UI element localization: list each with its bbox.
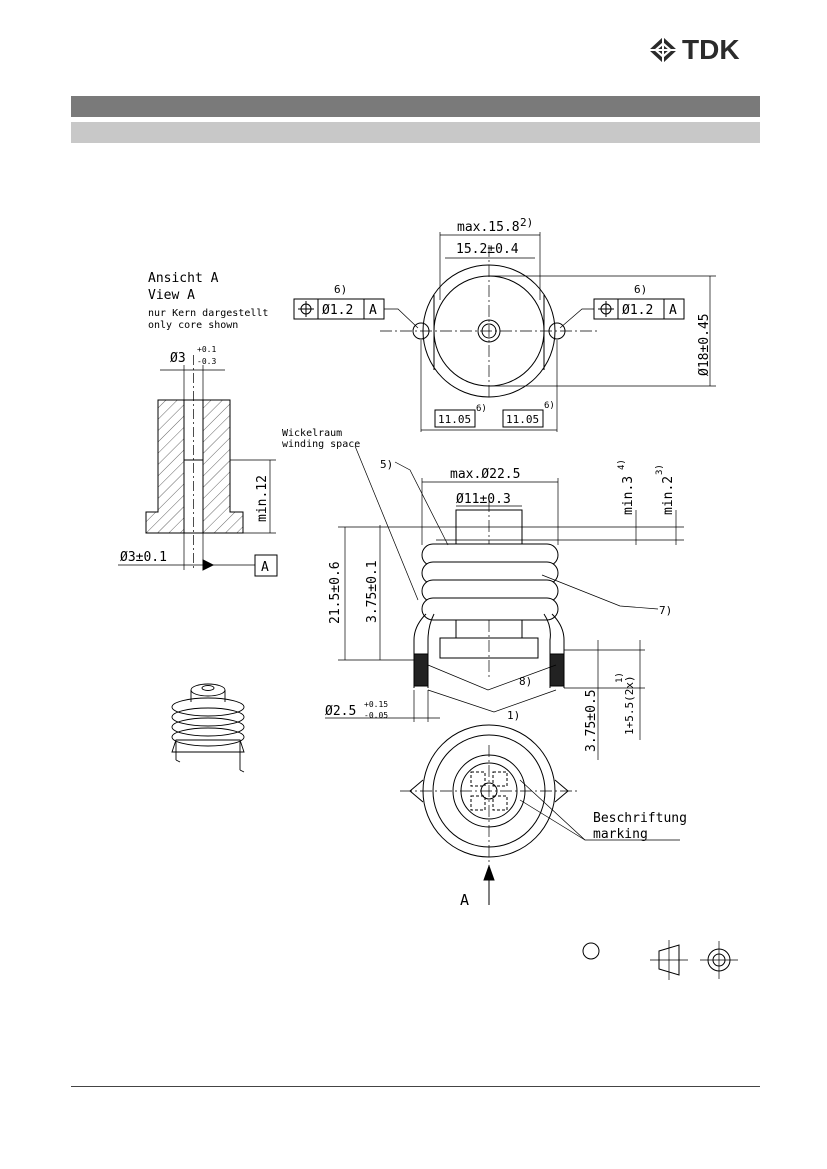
- dim-d2-5-minus: -0.05: [364, 711, 388, 720]
- dim-d11: Ø11±0.3: [456, 492, 511, 507]
- note-6-a: 6): [476, 404, 487, 414]
- note-4: 4): [617, 459, 627, 470]
- dim-d18: Ø18±0.45: [697, 313, 712, 376]
- tdk-logo: TDK: [648, 36, 740, 64]
- view-a-title-de: Ansicht A: [148, 271, 219, 286]
- dim-3-75: 3.75±0.1: [365, 560, 380, 623]
- logo-text: TDK: [682, 34, 740, 65]
- tol-pos-left: Ø1.2: [322, 303, 353, 318]
- marking-en: marking: [593, 827, 648, 842]
- datum-a-right: A: [669, 303, 677, 318]
- dim-11-05-right: 11.05: [506, 413, 539, 426]
- bottom-view: [400, 724, 680, 905]
- note-2: 2): [520, 216, 533, 229]
- dim-max-22-5: max.Ø22.5: [450, 467, 520, 482]
- tol-pos-right: Ø1.2: [622, 303, 653, 318]
- dim-max-15-8: max.15.8: [457, 220, 520, 235]
- dim-d3-top-minus: -0.3: [197, 357, 216, 366]
- note-7: 7): [659, 604, 672, 617]
- dim-min3: min.3: [621, 476, 636, 515]
- marking-de: Beschriftung: [593, 811, 687, 826]
- note-1: 1): [507, 709, 520, 722]
- note-6-right: 6): [634, 283, 647, 296]
- dim-d3-bottom: Ø3±0.1: [120, 550, 167, 565]
- note-3: 3): [655, 464, 665, 475]
- dim-d3-top: Ø3: [170, 351, 186, 366]
- view-arrow-a: A: [460, 891, 469, 909]
- note-6-b: 6): [544, 401, 555, 411]
- dim-21-5: 21.5±0.6: [328, 561, 343, 624]
- winding-space-de: Wickelraum: [282, 428, 342, 439]
- note-8: 8): [519, 675, 532, 688]
- view-a-note-en: only core shown: [148, 320, 238, 331]
- note-5: 5): [380, 458, 393, 471]
- header-bar-dark: [71, 96, 760, 117]
- datum-a-label: A: [261, 560, 269, 575]
- projection-symbols: [582, 940, 738, 980]
- dim-pin-length: 1+5.5(2x): [623, 675, 636, 735]
- side-view-coil: [325, 445, 684, 760]
- perspective-view: [171, 683, 245, 773]
- datum-a-left: A: [369, 303, 377, 318]
- tdk-diamond-icon: [649, 37, 677, 63]
- view-a-core: [118, 355, 278, 577]
- top-view: [293, 232, 716, 432]
- dim-11-05-left: 11.05: [438, 413, 471, 426]
- dim-15-2: 15.2±0.4: [456, 242, 519, 257]
- note-1-b: 1): [615, 672, 625, 683]
- view-a-title-en: View A: [148, 288, 195, 303]
- header-bar-light: [71, 122, 760, 143]
- note-6-left: 6): [334, 283, 347, 296]
- view-a-note-de: nur Kern dargestellt: [148, 308, 268, 319]
- winding-space-en: winding space: [282, 439, 360, 450]
- footer-rule: [71, 1086, 760, 1087]
- dim-d3-top-plus: +0.1: [197, 345, 216, 354]
- dim-min12: min.12: [255, 475, 270, 522]
- dim-min2: min.2: [661, 476, 676, 515]
- dim-d2-5-plus: +0.15: [364, 700, 388, 709]
- dim-3-75-b: 3.75±0.5: [584, 689, 599, 752]
- dim-d2-5: Ø2.5: [325, 704, 356, 719]
